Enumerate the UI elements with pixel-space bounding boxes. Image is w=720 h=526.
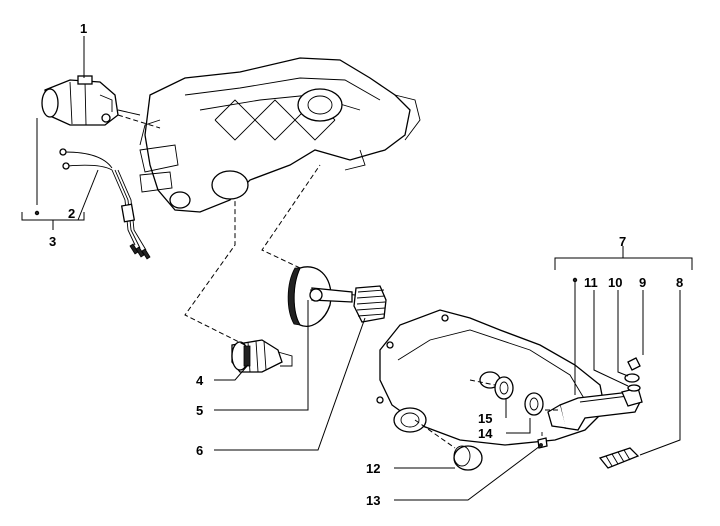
pedal-rubber-8-drawing bbox=[598, 447, 640, 469]
callout-11: 11 bbox=[584, 275, 598, 290]
callout-14: 14 bbox=[478, 426, 493, 441]
callout-10: 10 bbox=[608, 275, 622, 290]
callout-dot-3 bbox=[34, 210, 40, 216]
assembly-line-pinion-to-case bbox=[184, 200, 246, 346]
washer-15-drawing bbox=[494, 376, 514, 400]
starter-pinion-drawing bbox=[231, 339, 293, 373]
callout-dot-13 bbox=[539, 443, 543, 447]
assembly-line-cap-to-cover bbox=[414, 419, 456, 449]
callout-6: 6 bbox=[196, 443, 203, 458]
callout-dot-7 bbox=[572, 277, 578, 283]
callout-7: 7 bbox=[619, 234, 626, 249]
engine-crankcase-drawing bbox=[139, 57, 421, 213]
cover-cap-drawing bbox=[453, 445, 483, 471]
wiring-harness-drawing bbox=[59, 148, 151, 260]
kick-spring-drawing bbox=[353, 285, 387, 323]
kick-lever-drawing bbox=[547, 387, 643, 431]
spring-washer-11-drawing bbox=[627, 384, 641, 392]
callout-9: 9 bbox=[639, 275, 646, 290]
assembly-line-washer-to-cover bbox=[469, 379, 496, 386]
callout-5: 5 bbox=[196, 403, 203, 418]
callout-12: 12 bbox=[366, 461, 380, 476]
assembly-line-starter-to-case bbox=[117, 114, 161, 129]
washer-10-drawing bbox=[624, 373, 640, 383]
callout-8: 8 bbox=[676, 275, 683, 290]
callout-3: 3 bbox=[49, 234, 56, 249]
callout-13: 13 bbox=[366, 493, 380, 508]
callout-1: 1 bbox=[80, 21, 87, 36]
callout-15: 15 bbox=[478, 411, 492, 426]
callout-4: 4 bbox=[196, 373, 204, 388]
lever-bolt-9-drawing bbox=[627, 357, 641, 371]
kick-sector-gear-drawing bbox=[287, 266, 356, 327]
callout-leaders bbox=[21, 36, 693, 501]
seal-14-drawing bbox=[524, 392, 544, 416]
callout-2: 2 bbox=[68, 206, 75, 221]
starter-motor-drawing bbox=[41, 75, 141, 126]
assembly-line-sector-to-case bbox=[261, 164, 321, 269]
